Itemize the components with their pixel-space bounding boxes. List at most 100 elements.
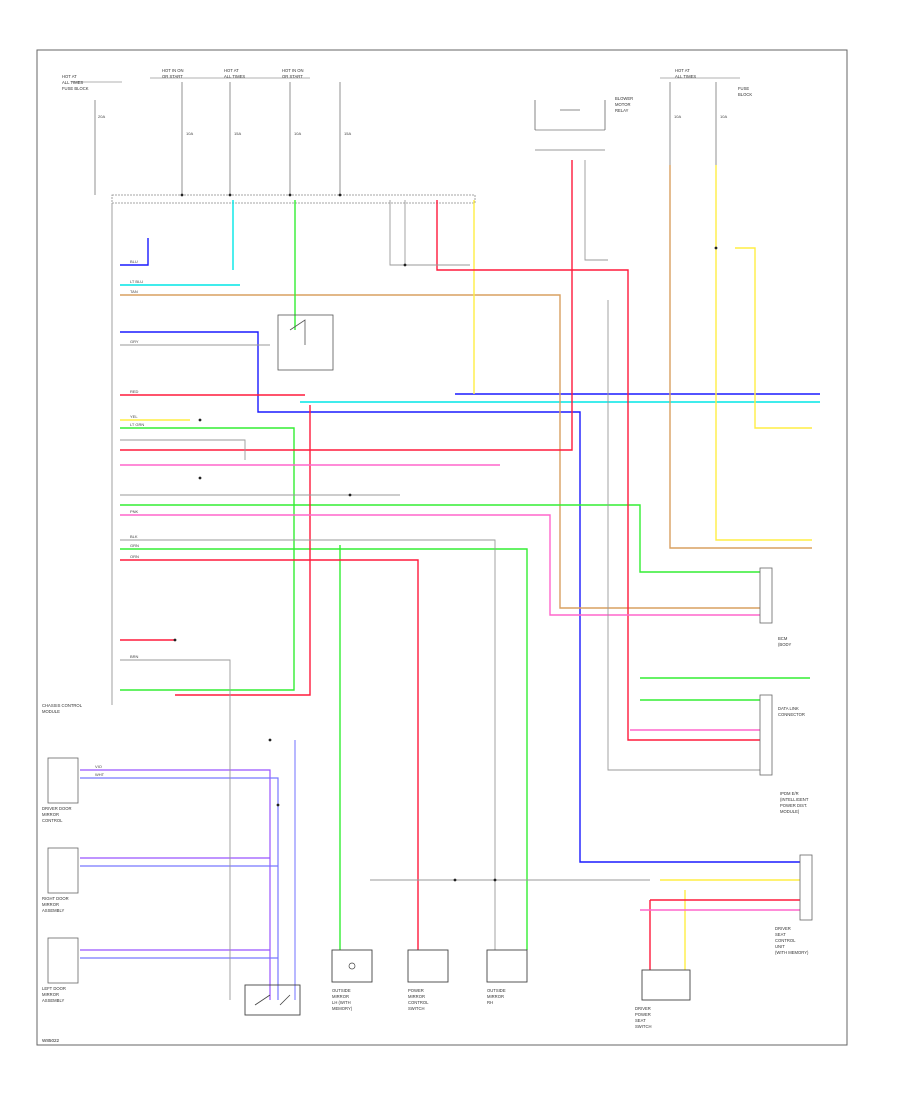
label-left-bottom-2: RIGHT DOOR (42, 896, 69, 901)
label-bottom-4: POWER (635, 1012, 651, 1017)
label-left-bottom-1: CONTROL (42, 818, 63, 823)
label-top-right: HOT AT (675, 68, 690, 73)
label-top-center-3: HOT IN ON (282, 68, 304, 73)
wire-tag: LT BLU (130, 279, 143, 284)
wire-yellow (120, 165, 812, 970)
label-right-mid-2: CONNECTOR (778, 712, 805, 717)
wire-tag: RED (130, 389, 139, 394)
wire-light-green (120, 200, 810, 950)
label-bottom-3: MIRROR (487, 994, 504, 999)
fuse-tag: 10A (674, 114, 681, 119)
fuse-tag: 10A (294, 131, 301, 136)
fuse-tag: 20A (98, 114, 105, 119)
wire-pink (120, 464, 800, 911)
label-left-bottom-1: MIRROR (42, 812, 59, 817)
wire-tag: ORN (130, 554, 139, 559)
label-left-bottom-3: ASSEMBLY (42, 998, 64, 1003)
fuse-tag: 15A (344, 131, 351, 136)
wire-tag: TAN (130, 289, 138, 294)
label-top-left: HOT AT (62, 74, 77, 79)
text-labels: W85022 HOT AT ALL TIMES FUSE BLOCK HOT I… (42, 68, 809, 1043)
wire-tag: GRN (130, 543, 139, 548)
label-bottom-4: DRIVER (635, 1006, 651, 1011)
label-bottom-1: MEMORY) (332, 1006, 353, 1011)
component-relay-center (277, 314, 334, 371)
fuse-tag: 10A (720, 114, 727, 119)
label-top-right: BLOCK (738, 92, 752, 97)
label-bottom-1: MIRROR (332, 994, 349, 999)
label-right-bottom-3: CONTROL (775, 938, 796, 943)
label-left-mid: BLOWER (615, 96, 633, 101)
label-top-center-1: OR START (162, 74, 183, 79)
component-left-2 (47, 847, 79, 894)
wire-tag: PNK (130, 509, 139, 514)
label-right-mid-3: IPDM E/R (780, 791, 799, 796)
label-bottom-3: OUTSIDE (487, 988, 506, 993)
label-top-left: ALL TIMES (62, 80, 83, 85)
label-ccm: CHASSIS CONTROL (42, 703, 83, 708)
label-right-mid-3: (INTELLIGENT (780, 797, 809, 802)
component-bottom-4 (641, 969, 691, 1001)
wire-gray (120, 160, 760, 1000)
splice-points (173, 193, 718, 882)
wire-tag: WHT (95, 772, 105, 777)
label-right-bottom-3: UNIT (775, 944, 785, 949)
label-top-center-2: HOT AT (224, 68, 239, 73)
component-top-right-switch (534, 100, 606, 130)
label-right-mid-3: POWER DIST. (780, 803, 807, 808)
label-top-center-2: ALL TIMES (224, 74, 245, 79)
label-top-right: FUSE (738, 86, 749, 91)
component-left-3 (47, 937, 79, 984)
label-top-left: FUSE BLOCK (62, 86, 89, 91)
fuse-lines (94, 82, 717, 195)
label-left-bottom-3: LEFT DOOR (42, 986, 66, 991)
label-right-mid-3: MODULE) (780, 809, 800, 814)
wire-red (120, 160, 800, 970)
footer-code: W85022 (42, 1038, 60, 1043)
component-left-1 (47, 757, 79, 804)
label-bottom-1: LH (WITH (332, 1000, 351, 1005)
component-bottom-2 (407, 949, 449, 983)
top-fuse-block-left (72, 77, 740, 83)
label-bottom-2: CONTROL (408, 1000, 429, 1005)
fuse-tag: 10A (186, 131, 193, 136)
wire-purple-bundle (80, 740, 296, 1000)
label-right-bottom-3: SEAT (775, 932, 786, 937)
wire-blue (120, 238, 820, 863)
label-right-bottom-3: DRIVER (775, 926, 791, 931)
label-left-bottom-3: MIRROR (42, 992, 59, 997)
wire-tag: GRY (130, 339, 139, 344)
label-top-center-3: OR START (282, 74, 303, 79)
label-right-mid-2: DATA LINK (778, 706, 799, 711)
component-right-connector-3 (799, 854, 813, 921)
diagram-border (36, 49, 848, 1046)
label-bottom-3: RH (487, 1000, 493, 1005)
component-right-connector-1 (759, 567, 773, 624)
label-right-mid-1: BCM (778, 636, 788, 641)
label-bottom-4: SEAT (635, 1018, 646, 1023)
wire-tag: YEL (130, 414, 138, 419)
label-bottom-1: OUTSIDE (332, 988, 351, 993)
wire-light-blue (120, 200, 820, 403)
component-bottom-1 (331, 949, 373, 983)
label-left-mid: RELAY (615, 108, 629, 113)
label-right-mid-1: (BODY (778, 642, 791, 647)
label-left-bottom-2: MIRROR (42, 902, 59, 907)
wire-tag: BRN (130, 654, 139, 659)
component-bottom-3 (486, 949, 528, 983)
wire-tag: BLK (130, 534, 138, 539)
component-switch-bottom (244, 984, 301, 1016)
wire-tag: LT GRN (130, 422, 144, 427)
label-bottom-2: MIRROR (408, 994, 425, 999)
label-top-center-1: HOT IN ON (162, 68, 184, 73)
label-bottom-4: SWITCH (635, 1024, 652, 1029)
label-left-bottom-1: DRIVER DOOR (42, 806, 72, 811)
label-ccm: MODULE (42, 709, 60, 714)
wire-tag: BLU (130, 259, 138, 264)
label-left-mid: MOTOR (615, 102, 631, 107)
fuse-tag: 15A (234, 131, 241, 136)
label-bottom-2: POWER (408, 988, 424, 993)
label-top-right: ALL TIMES (675, 74, 696, 79)
ccm-module (111, 194, 476, 204)
